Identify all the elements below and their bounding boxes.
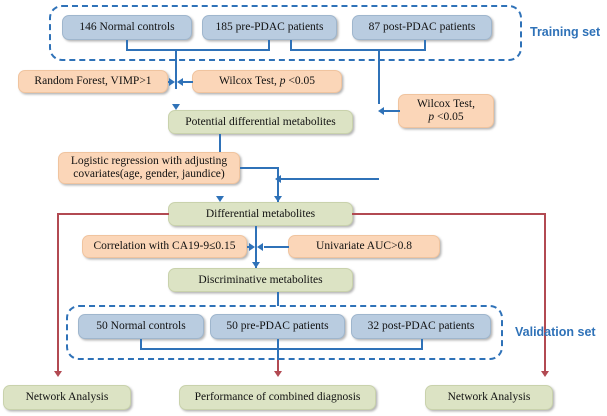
connector-train-bracket-left	[126, 49, 270, 51]
arrow-rf-right-icon	[169, 77, 175, 86]
logistic-line2: covariates(age, gender, jaundice)	[73, 168, 225, 180]
connector-auc-to-stem	[264, 246, 289, 248]
arrow-potential-down-icon	[215, 196, 224, 202]
connector-red-left-h	[57, 213, 169, 215]
validation-set-label: Validation set	[515, 325, 596, 339]
node-differential-metabolites[interactable]: Differential metabolites	[168, 202, 353, 226]
connector-val-stem	[277, 339, 279, 363]
connector-train-right-stem	[378, 49, 380, 104]
wilcox-top-text: Wilcox Test, p <0.05	[219, 75, 315, 88]
arrow-auc-left-icon	[257, 242, 263, 251]
connector-trainright-to-logistic	[279, 178, 379, 180]
connector-red-right-v	[544, 213, 546, 373]
connector-train-pre-down-a	[268, 40, 270, 50]
connector-red-right-h	[352, 213, 545, 215]
arrow-logistic-down-icon	[273, 196, 282, 202]
arrow-wilcox-left-icon	[177, 77, 183, 86]
connector-train-nc-down	[126, 40, 128, 50]
cohort-training-pre-pdac[interactable]: 185 pre-PDAC patients	[202, 15, 337, 40]
filter-random-forest[interactable]: Random Forest, VIMP>1	[18, 70, 168, 93]
wilcox-right-line2: p <0.05	[428, 111, 463, 124]
connector-differential-down	[255, 226, 257, 268]
arrow-corr-right-icon	[249, 242, 255, 251]
wilcox-top-post: <0.05	[285, 75, 316, 88]
connector-wilcox-to-stem	[183, 81, 193, 83]
logistic-line1: Logistic regression with adjusting	[70, 155, 228, 168]
connector-train-left-stem	[175, 49, 177, 89]
connector-val-post-down	[421, 339, 423, 349]
node-performance-combined-diagnosis[interactable]: Performance of combined diagnosis	[179, 385, 376, 410]
arrow-to-potential-icon	[171, 104, 180, 110]
arrow-differential-down-icon	[251, 262, 260, 268]
wilcox-right-line1: Wilcox Test,	[417, 98, 475, 111]
cohort-training-post-pdac[interactable]: 87 post-PDAC patients	[352, 15, 492, 40]
cohort-validation-normal-controls[interactable]: 50 Normal controls	[78, 314, 204, 339]
cohort-validation-post-pdac[interactable]: 32 post-PDAC patients	[351, 314, 491, 339]
node-network-analysis-left[interactable]: Network Analysis	[3, 385, 131, 410]
connector-train-post-down	[424, 40, 426, 50]
wilcox-right-p: p	[428, 111, 435, 123]
wilcox-top-p: p	[279, 75, 286, 88]
node-potential-differential-metabolites[interactable]: Potential differential metabolites	[168, 110, 353, 134]
validation-set-group	[66, 305, 503, 360]
arrow-wilcoxright-left-icon	[378, 106, 384, 115]
filter-logistic-regression[interactable]: Logistic regression with adjusting covar…	[58, 152, 240, 184]
filter-correlation-ca19-9[interactable]: Correlation with CA19-9≤0.15	[82, 235, 247, 258]
connector-val-bracket	[140, 348, 423, 350]
node-network-analysis-right[interactable]: Network Analysis	[425, 385, 553, 410]
connector-wilcoxright-to-stem	[382, 110, 400, 112]
wilcox-top-pre: Wilcox Test,	[218, 75, 280, 88]
arrow-red-right-down-icon	[540, 371, 549, 377]
cohort-validation-pre-pdac[interactable]: 50 pre-PDAC patients	[210, 314, 345, 339]
filter-wilcox-right[interactable]: Wilcox Test, p <0.05	[398, 94, 494, 128]
filter-wilcox-top[interactable]: Wilcox Test, p <0.05	[192, 70, 342, 93]
node-discriminative-metabolites[interactable]: Discriminative metabolites	[168, 268, 353, 292]
training-set-group	[49, 5, 522, 61]
connector-train-bracket-right	[290, 49, 426, 51]
arrow-red-left-down-icon	[53, 371, 62, 377]
cohort-training-normal-controls[interactable]: 146 Normal controls	[62, 15, 192, 40]
training-set-label: Training set	[530, 25, 601, 39]
arrow-trainright-left-icon	[275, 174, 281, 183]
connector-red-center-v	[277, 360, 279, 373]
connector-discriminative-down	[277, 292, 279, 306]
connector-train-pre-down-b	[290, 40, 292, 50]
filter-univariate-auc[interactable]: Univariate AUC>0.8	[288, 235, 440, 258]
connector-logistic-to-stem	[240, 167, 278, 169]
wilcox-right-post: <0.05	[434, 111, 464, 123]
connector-logistic-stem	[277, 167, 279, 203]
connector-val-nc-down	[140, 339, 142, 349]
connector-red-left-v	[57, 213, 59, 373]
arrow-red-center-down-icon	[273, 371, 282, 377]
